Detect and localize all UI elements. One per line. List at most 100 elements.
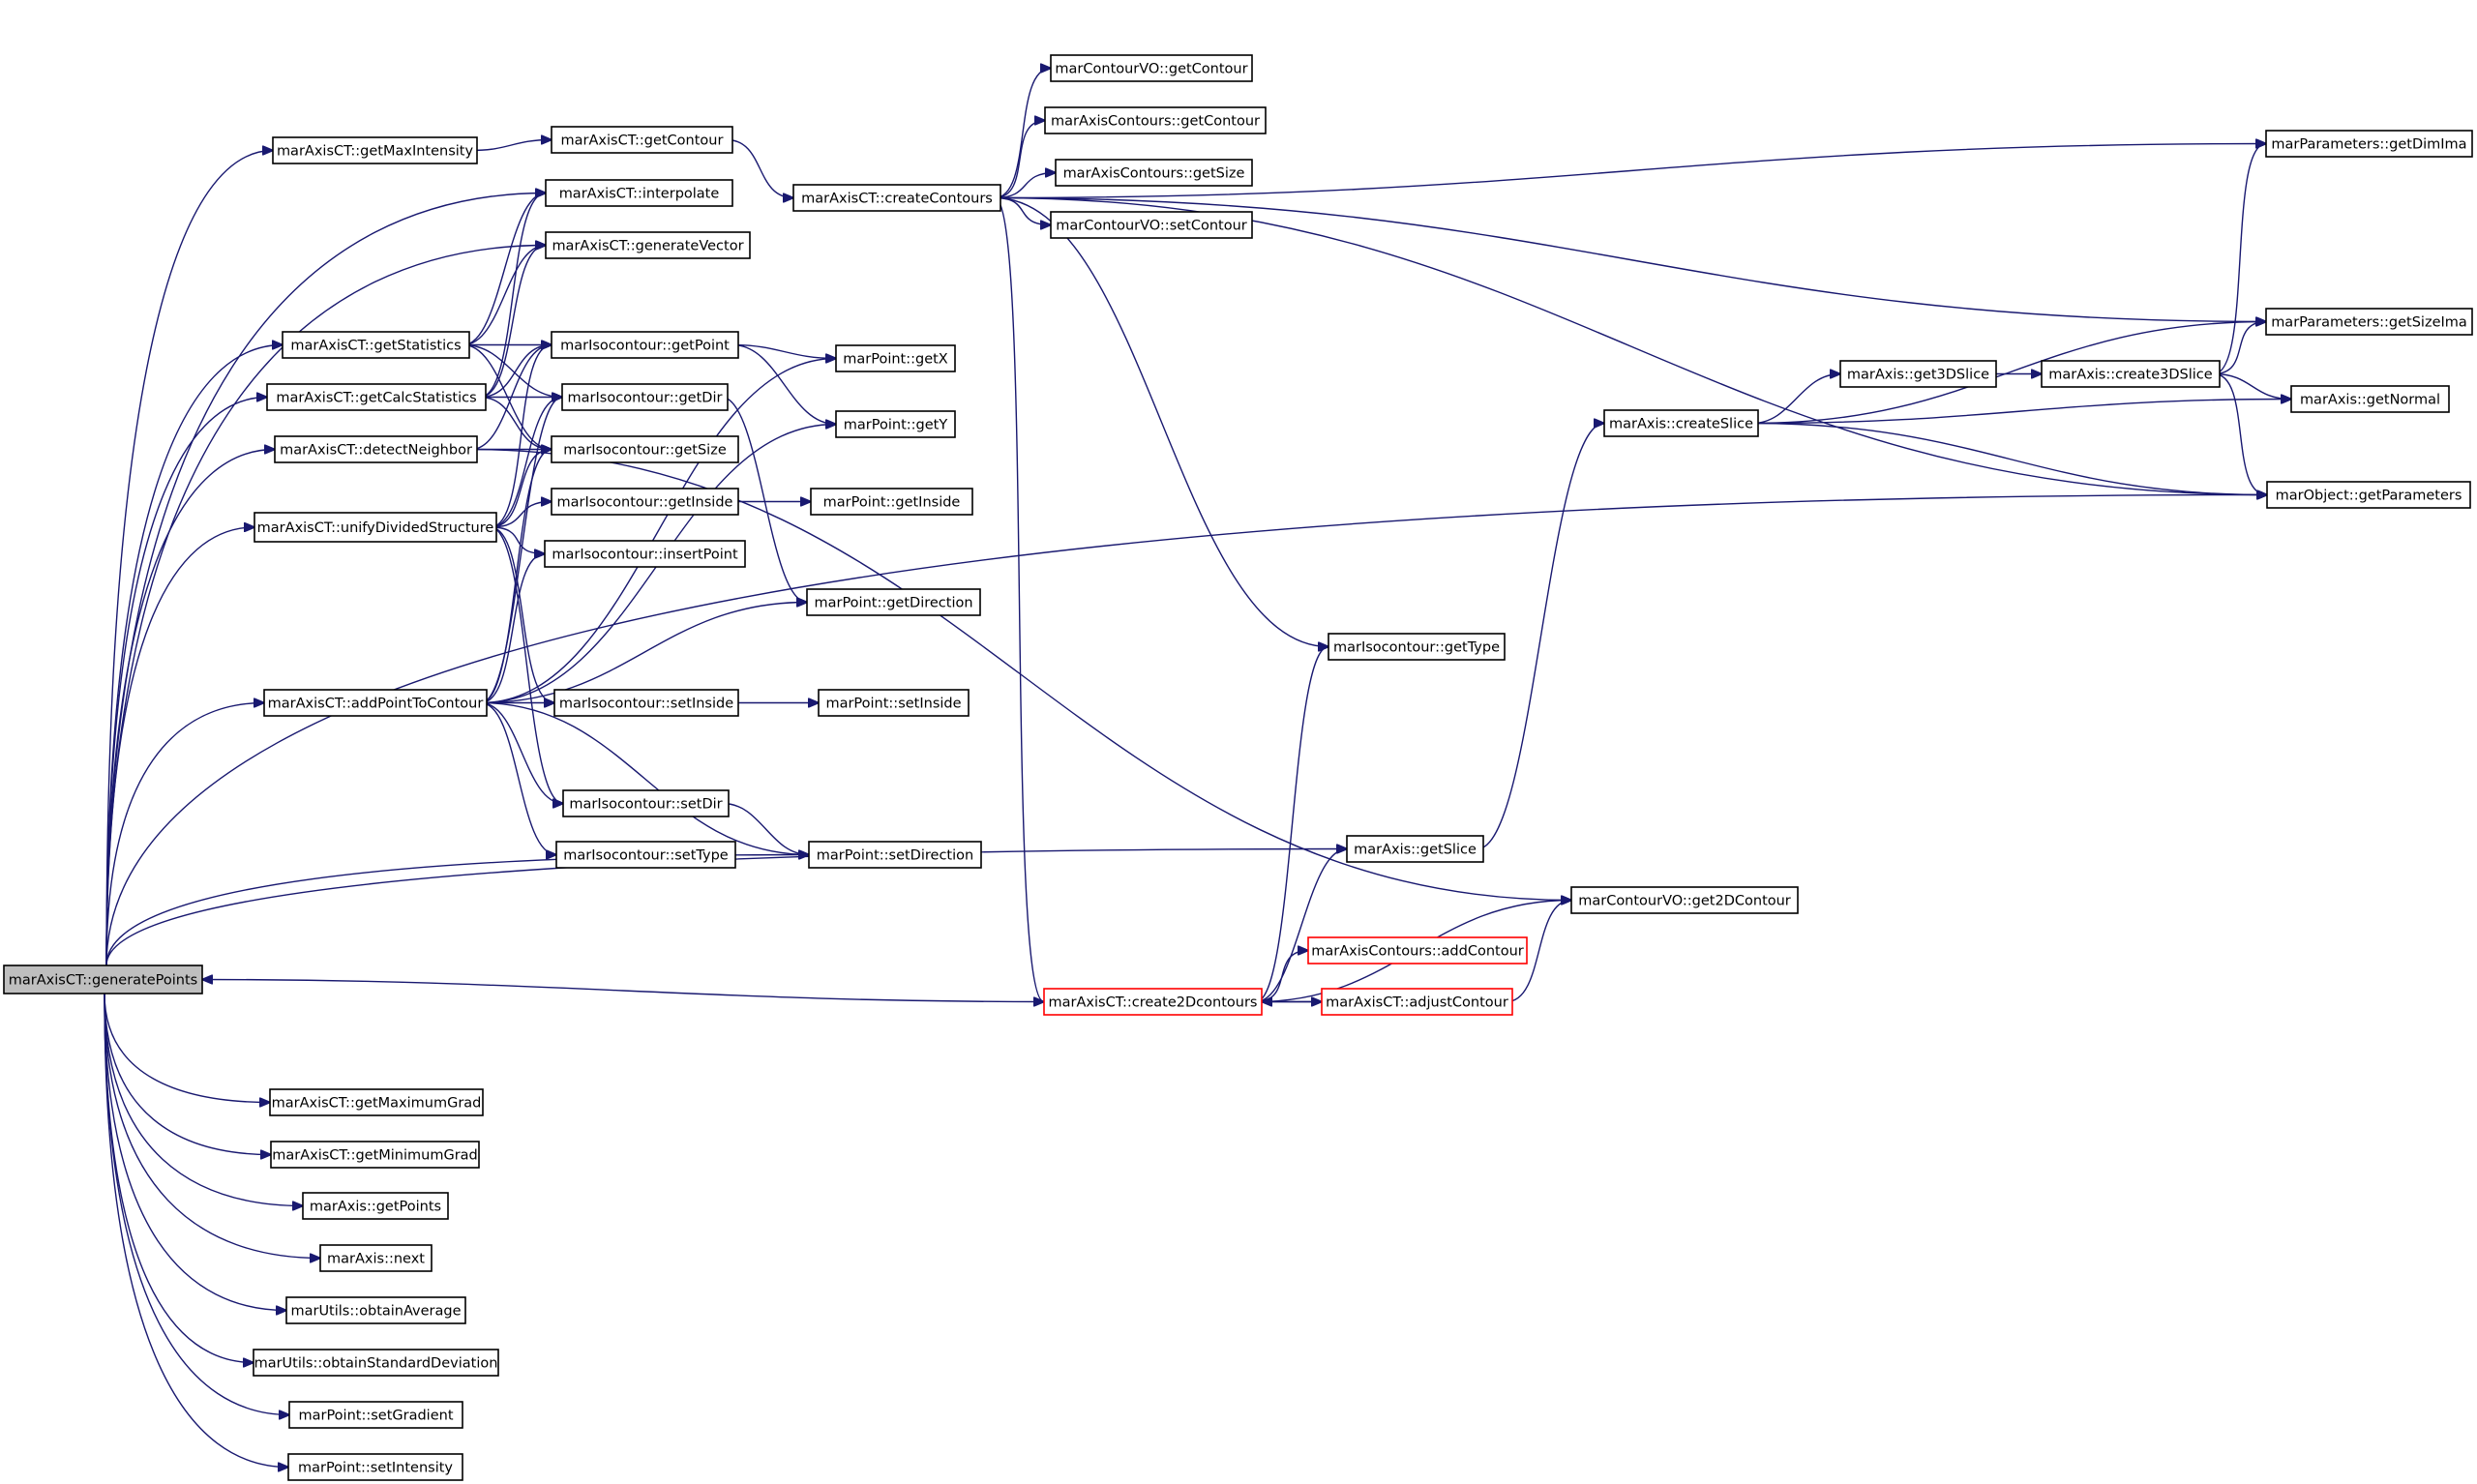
edge-createContours-to-cvo_getContour — [994, 69, 1051, 199]
node-par_getSizeIma[interactable]: marParameters::getSizeIma — [2265, 308, 2473, 336]
node-box — [253, 1349, 499, 1377]
node-pt_setGradient[interactable]: marPoint::setGradient — [288, 1401, 463, 1429]
edge-ax_createSlice-to-ax_getNormal — [1751, 400, 2291, 425]
edge-getStatistics-to-interpolate — [463, 193, 546, 346]
edge-getCalcStatistics-to-generateVector — [479, 246, 546, 399]
node-ut_obtainAverage[interactable]: marUtils::obtainAverage — [285, 1296, 466, 1324]
node-iso_getInside[interactable]: marIsocontour::getInside — [551, 488, 739, 516]
node-ax_create3DSlice[interactable]: marAxis::create3DSlice — [2041, 360, 2221, 388]
node-create2Dcontours[interactable]: marAxisCT::create2Dcontours — [1043, 988, 1263, 1016]
node-unifyDividedStructure[interactable]: marAxisCT::unifyDividedStructure — [254, 512, 497, 543]
node-ax_next[interactable]: marAxis::next — [319, 1244, 433, 1272]
node-box — [561, 383, 729, 411]
node-label: marUtils::obtainAverage — [290, 1304, 461, 1320]
node-box — [551, 435, 739, 463]
node-label: marIsocontour::setInside — [559, 697, 733, 712]
node-box — [545, 179, 733, 207]
node-box — [551, 331, 739, 359]
node-iso_getPoint[interactable]: marIsocontour::getPoint — [551, 331, 739, 359]
node-label: marAxis::next — [327, 1252, 425, 1267]
node-box — [544, 540, 746, 568]
node-layer: marAxisCT::generatePointsmarAxisCT::getM… — [3, 54, 2473, 1481]
node-label: marIsocontour::getDir — [568, 391, 723, 406]
node-getContour[interactable]: marAxisCT::getContour — [551, 126, 733, 154]
node-label: marIsocontour::getSize — [563, 443, 727, 459]
node-ax_createSlice[interactable]: marAxis::createSlice — [1603, 409, 1759, 437]
node-generateVector[interactable]: marAxisCT::generateVector — [545, 231, 751, 259]
node-pt_setInside[interactable]: marPoint::setInside — [818, 689, 970, 717]
node-ax_get3DSlice[interactable]: marAxis::get3DSlice — [1839, 360, 1997, 388]
edge-generatePoints-to-pt_setDirection — [105, 855, 809, 966]
node-iso_setInside[interactable]: marIsocontour::setInside — [553, 689, 739, 717]
node-createContours[interactable]: marAxisCT::createContours — [792, 184, 1001, 212]
edge-ax_createSlice-to-ax_get3DSlice — [1751, 374, 1840, 425]
node-box — [810, 488, 973, 516]
node-iso_setDir[interactable]: marIsocontour::setDir — [562, 789, 730, 817]
node-obj_getParameters[interactable]: marObject::getParameters — [2266, 481, 2471, 509]
node-pt_getY[interactable]: marPoint::getY — [835, 410, 956, 438]
node-pt_getX[interactable]: marPoint::getX — [835, 344, 956, 372]
node-ac_getSize[interactable]: marAxisContours::getSize — [1055, 159, 1253, 187]
node-getStatistics[interactable]: marAxisCT::getStatistics — [282, 331, 470, 359]
edge-addPointToContour-to-iso_getDir — [480, 398, 562, 704]
node-iso_getType[interactable]: marIsocontour::getType — [1328, 633, 1506, 661]
node-ax_getNormal[interactable]: marAxis::getNormal — [2290, 385, 2450, 413]
edge-getStatistics-to-iso_getDir — [463, 343, 562, 398]
node-label: marAxisCT::createContours — [801, 192, 993, 207]
node-iso_getDir[interactable]: marIsocontour::getDir — [561, 383, 729, 411]
node-box — [270, 1141, 480, 1169]
node-box — [282, 331, 470, 359]
node-cvo_get2DContour[interactable]: marContourVO::get2DContour — [1570, 886, 1799, 914]
node-interpolate[interactable]: marAxisCT::interpolate — [545, 179, 733, 207]
node-ac_addContour[interactable]: marAxisContours::addContour — [1307, 936, 1528, 965]
node-getMaxIntensity[interactable]: marAxisCT::getMaxIntensity — [272, 136, 478, 164]
node-label: marAxisCT::getCalcStatistics — [276, 391, 476, 406]
node-pt_setDirection[interactable]: marPoint::setDirection — [808, 841, 982, 869]
node-label: marParameters::getSizeIma — [2271, 315, 2467, 331]
node-box — [1307, 936, 1528, 965]
edge-generatePoints-to-getMaxIntensity — [105, 151, 273, 966]
node-pt_getInside[interactable]: marPoint::getInside — [810, 488, 973, 516]
node-ax_getPoints[interactable]: marAxis::getPoints — [302, 1192, 449, 1220]
edge-generatePoints-to-pt_setGradient — [104, 993, 289, 1415]
node-getMaximumGrad[interactable]: marAxisCT::getMaximumGrad — [269, 1088, 484, 1116]
edge-createContours-to-par_getSizeIma — [994, 196, 2266, 322]
node-pt_getDirection[interactable]: marPoint::getDirection — [806, 588, 981, 616]
node-adjustContour[interactable]: marAxisCT::adjustContour — [1321, 988, 1513, 1016]
node-iso_insertPoint[interactable]: marIsocontour::insertPoint — [544, 540, 746, 568]
node-box — [555, 841, 736, 869]
node-label: marAxisCT::getMaximumGrad — [272, 1096, 482, 1112]
edge-generatePoints-to-getCalcStatistics — [105, 398, 267, 966]
edge-adjustContour-to-cvo_get2DContour — [1506, 901, 1571, 1003]
node-getCalcStatistics[interactable]: marAxisCT::getCalcStatistics — [266, 383, 487, 411]
node-box — [551, 488, 739, 516]
node-label: marAxisCT::create2Dcontours — [1049, 995, 1258, 1011]
node-par_getDimIma[interactable]: marParameters::getDimIma — [2265, 130, 2473, 158]
edge-create2Dcontours-to-iso_getType — [1255, 647, 1328, 1003]
node-label: marIsocontour::setType — [563, 848, 728, 864]
node-cvo_setContour[interactable]: marContourVO::setContour — [1050, 211, 1253, 239]
node-label: marAxisCT::detectNeighbor — [280, 443, 472, 459]
node-pt_setIntensity[interactable]: marPoint::setIntensity — [287, 1453, 463, 1481]
node-ut_obtainStdDev[interactable]: marUtils::obtainStandardDeviation — [253, 1349, 499, 1377]
edge-ax_createSlice-to-obj_getParameters — [1751, 422, 2267, 495]
node-detectNeighbor[interactable]: marAxisCT::detectNeighbor — [274, 435, 478, 463]
node-iso_getSize[interactable]: marIsocontour::getSize — [551, 435, 739, 463]
edge-createContours-to-obj_getParameters — [994, 196, 2267, 495]
node-label: marAxisCT::getMaxIntensity — [277, 144, 474, 160]
node-iso_setType[interactable]: marIsocontour::setType — [555, 841, 736, 869]
edge-generatePoints-to-unifyDividedStructure — [105, 527, 254, 966]
edge-generatePoints-to-detectNeighbor — [105, 450, 275, 966]
node-label: marAxisContours::addContour — [1311, 944, 1523, 960]
node-generatePoints[interactable]: marAxisCT::generatePoints — [3, 965, 203, 994]
edge-unifyDividedStructure-to-iso_getInside — [490, 502, 552, 528]
node-box — [1043, 988, 1263, 1016]
node-label: marObject::getParameters — [2276, 489, 2462, 504]
node-cvo_getContour[interactable]: marContourVO::getContour — [1050, 54, 1253, 82]
node-ax_getSlice[interactable]: marAxis::getSlice — [1346, 835, 1484, 863]
node-getMinimumGrad[interactable]: marAxisCT::getMinimumGrad — [270, 1141, 480, 1169]
node-addPointToContour[interactable]: marAxisCT::addPointToContour — [263, 689, 488, 717]
node-ac_getContour[interactable]: marAxisContours::getContour — [1044, 106, 1267, 134]
node-label: marAxisContours::getSize — [1063, 166, 1245, 182]
